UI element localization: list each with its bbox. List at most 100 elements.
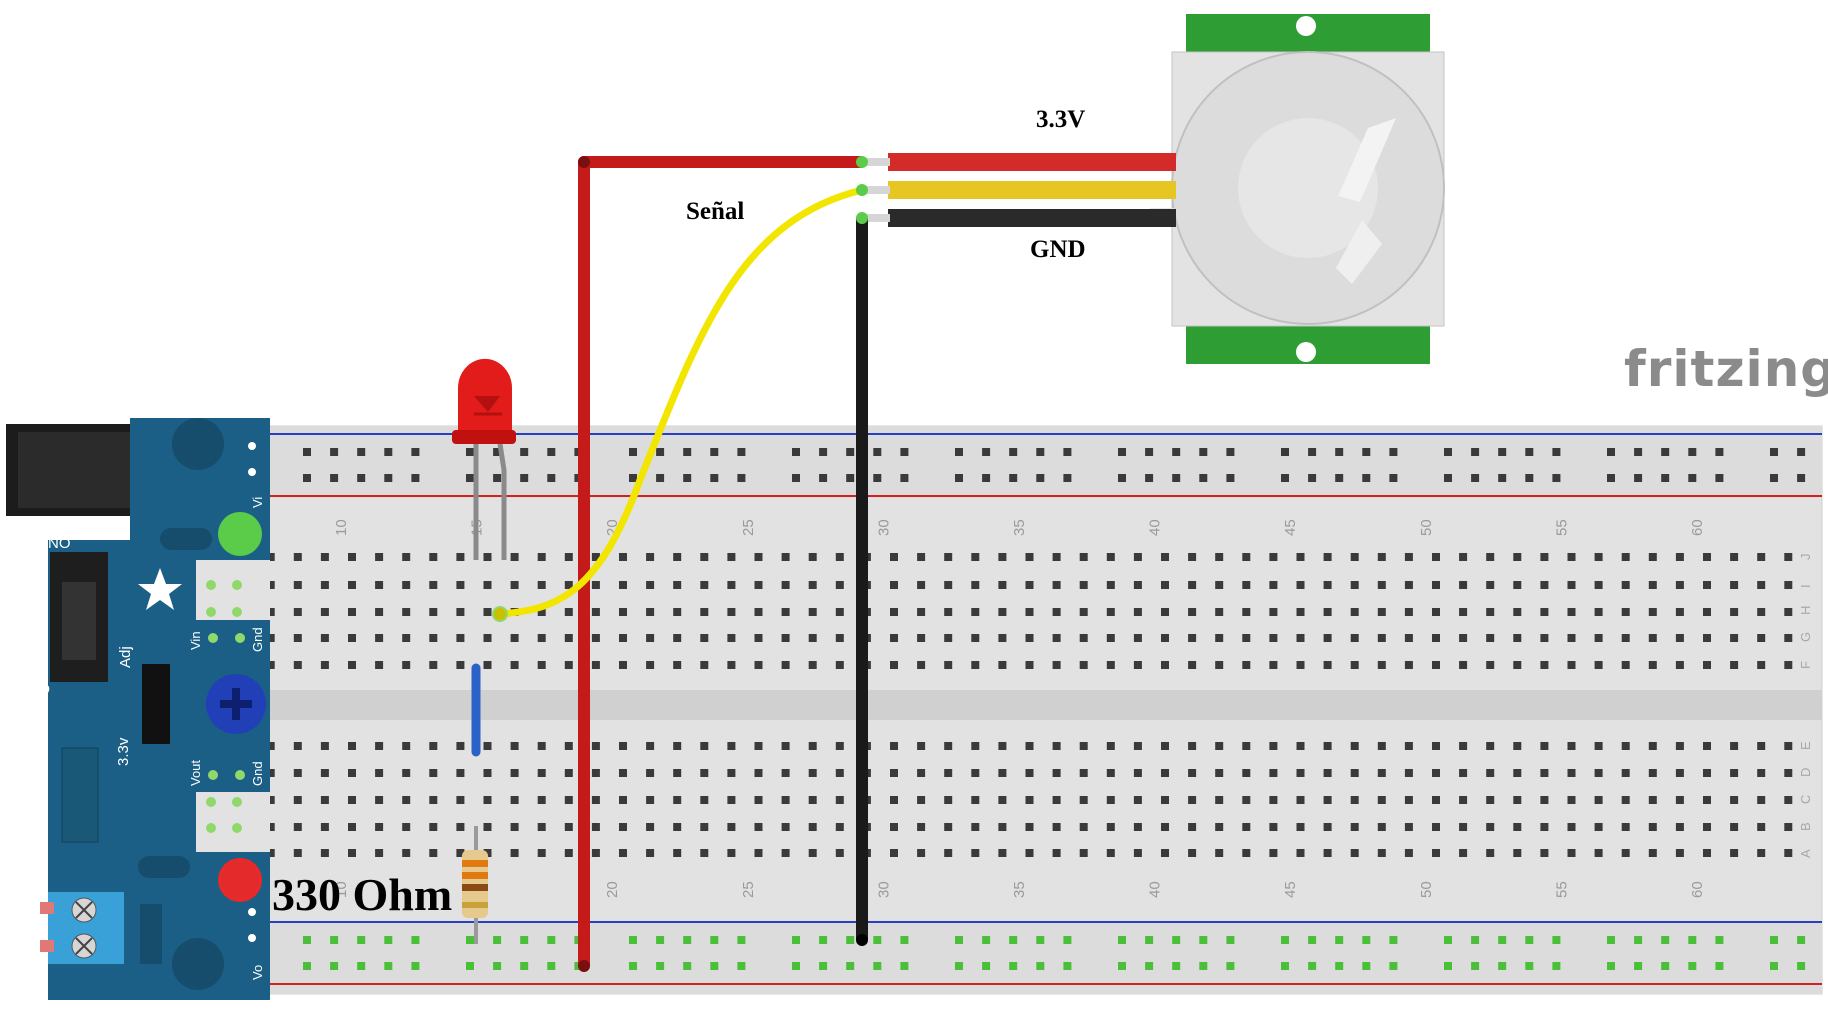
breadboard-hole[interactable] [754,608,763,616]
breadboard-hole[interactable] [375,769,384,777]
breadboard-hole[interactable] [955,936,963,944]
breadboard-hole[interactable] [1052,849,1061,857]
breadboard-hole[interactable] [917,553,926,561]
breadboard-hole[interactable] [727,823,736,831]
breadboard-hole[interactable] [700,608,709,616]
breadboard-hole[interactable] [1797,474,1806,482]
breadboard-hole[interactable] [1025,742,1034,750]
breadboard-hole[interactable] [483,553,492,561]
breadboard-hole[interactable] [1377,634,1386,642]
breadboard-hole[interactable] [1607,474,1615,482]
breadboard-hole[interactable] [808,553,817,561]
breadboard-hole[interactable] [1703,581,1711,589]
breadboard-hole[interactable] [1079,742,1088,750]
breadboard-hole[interactable] [808,742,817,750]
breadboard-hole[interactable] [1269,553,1278,561]
breadboard-hole[interactable] [1675,849,1684,857]
breadboard-hole[interactable] [537,634,546,642]
breadboard-hole[interactable] [1675,769,1684,777]
breadboard-hole[interactable] [429,608,438,616]
breadboard-hole[interactable] [998,769,1007,777]
breadboard-hole[interactable] [971,796,980,804]
breadboard-hole[interactable] [1730,634,1739,642]
breadboard-hole[interactable] [1296,661,1305,669]
breadboard-hole[interactable] [1242,634,1251,642]
breadboard-hole[interactable] [1269,608,1278,616]
breadboard-hole[interactable] [1784,849,1793,857]
breadboard-hole[interactable] [619,661,627,669]
breadboard-hole[interactable] [510,849,519,857]
breadboard-hole[interactable] [1269,661,1278,669]
breadboard-hole[interactable] [1770,474,1778,482]
breadboard-hole[interactable] [900,474,909,482]
breadboard-hole[interactable] [737,962,746,970]
breadboard-hole[interactable] [1350,742,1359,750]
breadboard-hole[interactable] [564,742,573,750]
breadboard-hole[interactable] [1784,742,1793,750]
breadboard-hole[interactable] [1188,608,1197,616]
breadboard-hole[interactable] [1552,962,1561,970]
breadboard-hole[interactable] [537,661,546,669]
breadboard-hole[interactable] [846,474,855,482]
breadboard-hole[interactable] [510,661,519,669]
breadboard-hole[interactable] [998,634,1007,642]
breadboard-hole[interactable] [1323,823,1332,831]
breadboard-hole[interactable] [348,661,356,669]
breadboard-hole[interactable] [483,634,492,642]
breadboard-hole[interactable] [1621,796,1630,804]
breadboard-hole[interactable] [710,474,719,482]
breadboard-hole[interactable] [781,581,790,589]
breadboard-hole[interactable] [510,553,519,561]
breadboard-hole[interactable] [456,823,465,831]
breadboard-hole[interactable] [1188,553,1197,561]
breadboard-hole[interactable] [1036,936,1045,944]
breadboard-hole[interactable] [1025,553,1034,561]
breadboard-hole[interactable] [411,936,420,944]
breadboard-hole[interactable] [1215,796,1224,804]
breadboard-hole[interactable] [564,796,573,804]
breadboard-hole[interactable] [466,448,474,456]
breadboard-hole[interactable] [982,936,991,944]
breadboard-hole[interactable] [375,742,384,750]
breadboard-hole[interactable] [1459,742,1468,750]
breadboard-hole[interactable] [1350,661,1359,669]
breadboard-hole[interactable] [808,796,817,804]
breadboard-hole[interactable] [483,742,492,750]
breadboard-hole[interactable] [1730,849,1739,857]
breadboard-hole[interactable] [700,742,709,750]
breadboard-hole[interactable] [456,849,465,857]
breadboard-hole[interactable] [564,823,573,831]
breadboard-hole[interactable] [754,634,763,642]
breadboard-hole[interactable] [411,474,420,482]
breadboard-hole[interactable] [944,849,953,857]
breadboard-hole[interactable] [402,553,411,561]
breadboard-hole[interactable] [781,796,790,804]
breadboard-hole[interactable] [1459,553,1468,561]
breadboard-hole[interactable] [266,608,275,616]
breadboard-hole[interactable] [1106,634,1115,642]
breadboard-hole[interactable] [754,581,763,589]
breadboard-hole[interactable] [1703,608,1711,616]
breadboard-hole[interactable] [1567,823,1576,831]
breadboard-hole[interactable] [520,474,529,482]
breadboard-hole[interactable] [646,742,655,750]
breadboard-hole[interactable] [1770,962,1778,970]
breadboard-hole[interactable] [357,936,366,944]
breadboard-hole[interactable] [781,634,790,642]
breadboard-hole[interactable] [1025,581,1034,589]
breadboard-hole[interactable] [971,581,980,589]
breadboard-hole[interactable] [673,769,682,777]
breadboard-hole[interactable] [781,769,790,777]
breadboard-hole[interactable] [727,742,736,750]
breadboard-hole[interactable] [1052,553,1061,561]
breadboard-hole[interactable] [1757,581,1766,589]
breadboard-hole[interactable] [510,796,519,804]
breadboard-hole[interactable] [683,474,692,482]
breadboard-hole[interactable] [1377,769,1386,777]
breadboard-hole[interactable] [1009,474,1018,482]
breadboard-hole[interactable] [293,849,302,857]
breadboard-hole[interactable] [619,553,627,561]
breadboard-hole[interactable] [591,849,600,857]
breadboard-hole[interactable] [348,769,356,777]
breadboard-hole[interactable] [1350,849,1359,857]
